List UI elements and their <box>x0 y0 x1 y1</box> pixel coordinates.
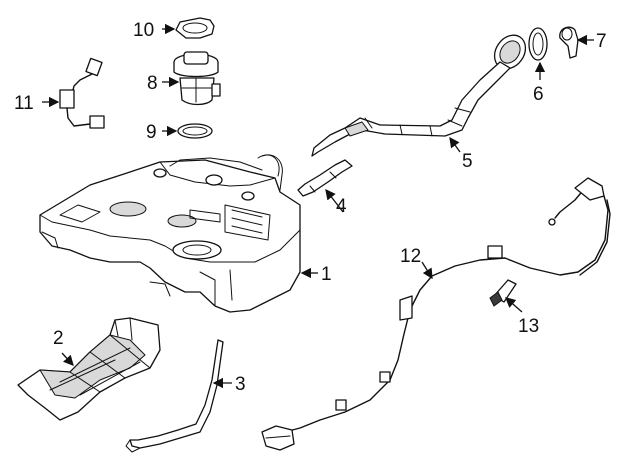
o-ring-part-6 <box>528 27 548 61</box>
fuel-pump-part-8 <box>173 51 221 106</box>
clip-part-13 <box>489 279 517 307</box>
gasket-part-9 <box>177 123 213 139</box>
release-cable-part-12 <box>261 177 611 451</box>
callout-10: 10 <box>133 20 154 41</box>
callout-8: 8 <box>147 73 158 94</box>
callout-3: 3 <box>235 374 246 395</box>
heat-shield-part-2 <box>17 317 161 421</box>
wire-harness-part-11 <box>59 57 105 129</box>
callout-13: 13 <box>518 316 539 337</box>
callout-6: 6 <box>533 84 544 105</box>
filler-pipe-part-5 <box>311 34 527 157</box>
callout-7: 7 <box>596 31 607 52</box>
tank-strap-part-3 <box>125 339 224 453</box>
callout-4: 4 <box>336 196 347 217</box>
hose-part-4 <box>297 159 353 197</box>
callout-11: 11 <box>14 93 34 114</box>
callout-12: 12 <box>400 246 421 267</box>
lock-ring-part-10 <box>175 17 215 39</box>
fuel-tank-part-1 <box>39 154 301 313</box>
callout-5: 5 <box>462 151 473 172</box>
callout-9: 9 <box>146 122 157 143</box>
cap-part-7 <box>559 26 579 59</box>
callout-1: 1 <box>321 264 332 285</box>
callout-2: 2 <box>53 328 64 349</box>
